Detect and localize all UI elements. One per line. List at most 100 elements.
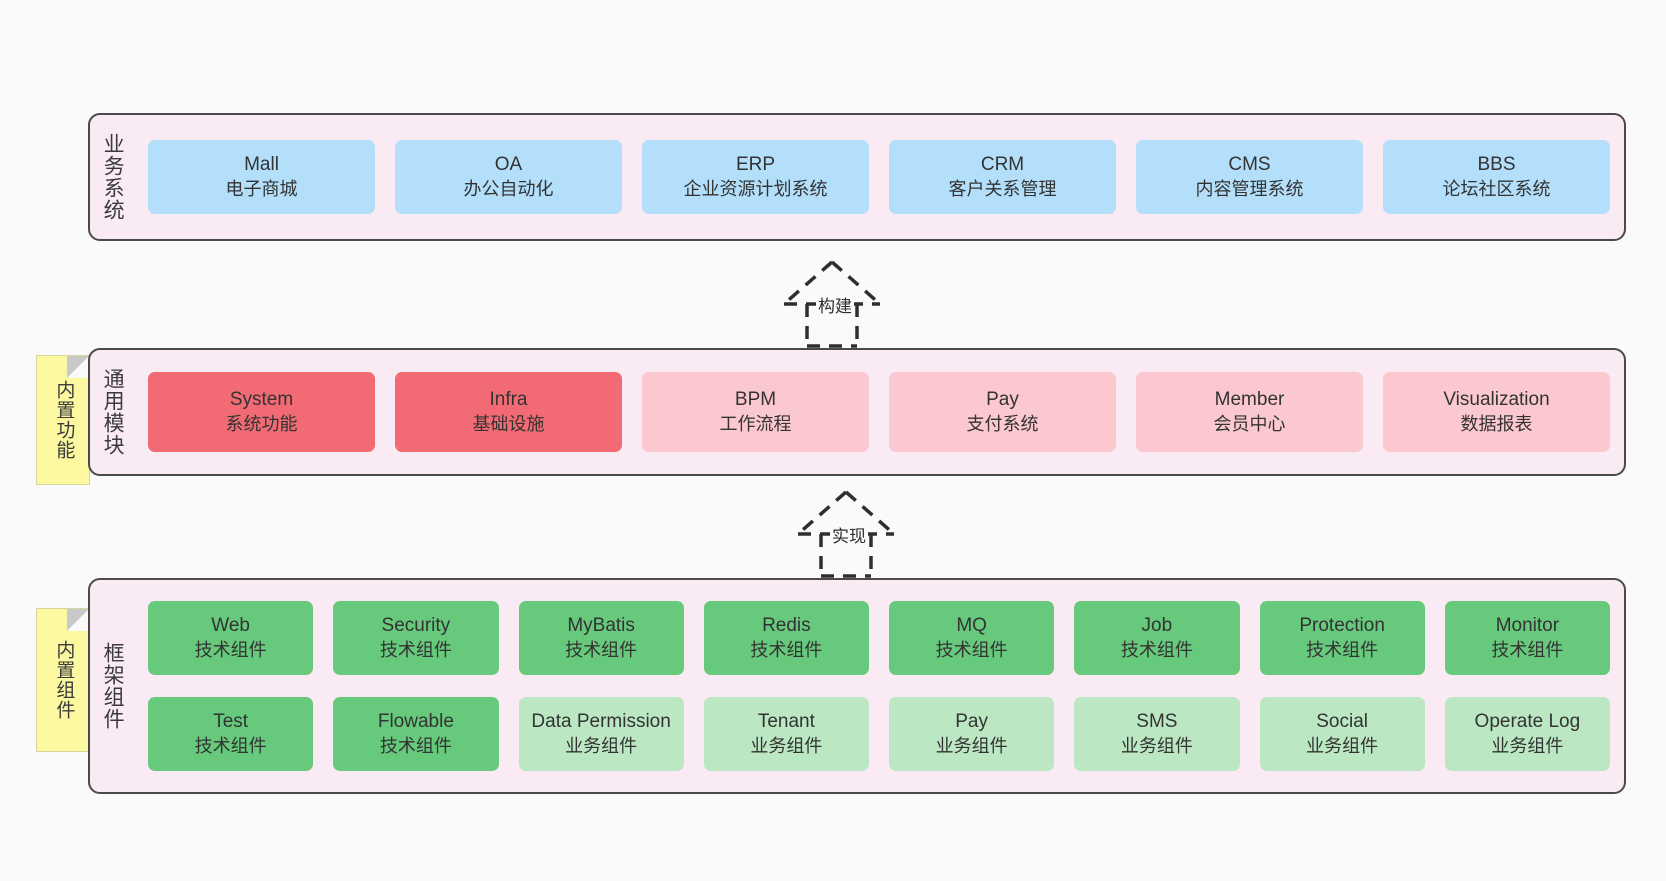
card-title-cn: 技术组件 <box>1491 639 1564 660</box>
card-title-cn: 技术组件 <box>379 639 452 660</box>
card-title-cn: 支付系统 <box>966 413 1039 434</box>
card-title-cn: 技术组件 <box>1120 639 1193 660</box>
card-title-cn: 数据报表 <box>1460 413 1533 434</box>
arrow-label-implement: 实现 <box>830 522 868 547</box>
card-title-cn: 技术组件 <box>1306 639 1379 660</box>
card-member[interactable]: Member 会员中心 <box>1136 372 1363 452</box>
card-title-en: Web <box>211 615 250 637</box>
card-flowable[interactable]: Flowable 技术组件 <box>333 697 499 771</box>
card-data-permission[interactable]: Data Permission 业务组件 <box>518 697 684 771</box>
card-title-en: ERP <box>735 154 776 176</box>
card-tenant[interactable]: Tenant 业务组件 <box>703 697 869 771</box>
card-mall[interactable]: Mall 电子商城 <box>148 140 375 214</box>
layer-body-common-modules: System 系统功能 Infra 基础设施 BPM 工作流程 Pay 支付系统… <box>134 350 1624 474</box>
card-title-en: MQ <box>956 615 987 637</box>
card-title-en: System <box>229 389 294 411</box>
card-title-cn: 电子商城 <box>225 178 298 199</box>
card-title-en: Data Permission <box>531 711 671 733</box>
card-bbs[interactable]: BBS 论坛社区系统 <box>1383 140 1610 214</box>
layer-title-framework-components: 框架组件 <box>101 642 125 730</box>
card-title-en: OA <box>494 154 523 176</box>
card-title-en: Protection <box>1299 615 1385 637</box>
card-title-cn: 业务组件 <box>1120 735 1193 756</box>
card-title-en: Test <box>213 711 249 733</box>
card-title-cn: 系统功能 <box>225 413 298 434</box>
card-cms[interactable]: CMS 内容管理系统 <box>1136 140 1363 214</box>
card-title-cn: 企业资源计划系统 <box>683 178 828 199</box>
card-protection[interactable]: Protection 技术组件 <box>1259 601 1425 675</box>
framework-card-row-technical: Web 技术组件 Security 技术组件 MyBatis 技术组件 Redi… <box>148 601 1610 675</box>
layer-body-business-system: Mall 电子商城 OA 办公自动化 ERP 企业资源计划系统 CRM 客户关系… <box>134 115 1624 239</box>
card-monitor[interactable]: Monitor 技术组件 <box>1444 601 1610 675</box>
card-crm[interactable]: CRM 客户关系管理 <box>889 140 1116 214</box>
card-title-cn: 办公自动化 <box>463 178 554 199</box>
card-operate-log[interactable]: Operate Log 业务组件 <box>1444 697 1610 771</box>
card-title-cn: 技术组件 <box>194 639 267 660</box>
card-title-cn: 会员中心 <box>1213 413 1286 434</box>
framework-card-row-business: Test 技术组件 Flowable 技术组件 Data Permission … <box>148 697 1610 771</box>
card-title-cn: 业务组件 <box>750 735 823 756</box>
card-web[interactable]: Web 技术组件 <box>148 601 314 675</box>
card-erp[interactable]: ERP 企业资源计划系统 <box>642 140 869 214</box>
sticky-note-builtin-components: 内置组件 <box>36 608 90 752</box>
business-card-row: Mall 电子商城 OA 办公自动化 ERP 企业资源计划系统 CRM 客户关系… <box>148 140 1610 214</box>
card-system[interactable]: System 系统功能 <box>148 372 375 452</box>
card-title-cn: 业务组件 <box>935 735 1008 756</box>
layer-title-common-modules: 通用模块 <box>101 368 125 456</box>
card-title-en: Job <box>1141 615 1173 637</box>
card-title-cn: 技术组件 <box>379 735 452 756</box>
arrow-implement: 实现 <box>766 486 926 578</box>
card-title-en: Pay <box>986 389 1019 411</box>
sticky-label: 内置功能 <box>53 380 75 460</box>
arrow-label-build: 构建 <box>816 292 854 317</box>
card-job[interactable]: Job 技术组件 <box>1074 601 1240 675</box>
card-title-en: CRM <box>980 154 1025 176</box>
layer-title-business-system: 业务系统 <box>101 133 125 221</box>
card-title-en: BBS <box>1477 154 1516 176</box>
card-title-en: Operate Log <box>1474 711 1581 733</box>
layer-business-system: 业务系统 Mall 电子商城 OA 办公自动化 ERP 企业资源计划系统 CRM… <box>88 113 1626 241</box>
card-bpm[interactable]: BPM 工作流程 <box>642 372 869 452</box>
sticky-note-builtin-features: 内置功能 <box>36 355 90 485</box>
card-redis[interactable]: Redis 技术组件 <box>703 601 869 675</box>
card-social[interactable]: Social 业务组件 <box>1259 697 1425 771</box>
layer-body-framework-components: Web 技术组件 Security 技术组件 MyBatis 技术组件 Redi… <box>134 580 1624 792</box>
card-title-cn: 技术组件 <box>565 639 638 660</box>
card-mq[interactable]: MQ 技术组件 <box>889 601 1055 675</box>
arrow-build: 构建 <box>752 256 912 348</box>
card-title-en: CMS <box>1228 154 1271 176</box>
card-title-en: MyBatis <box>567 615 635 637</box>
card-visualization[interactable]: Visualization 数据报表 <box>1383 372 1610 452</box>
card-infra[interactable]: Infra 基础设施 <box>395 372 622 452</box>
card-sms[interactable]: SMS 业务组件 <box>1074 697 1240 771</box>
card-title-cn: 技术组件 <box>935 639 1008 660</box>
layer-framework-components: 框架组件 Web 技术组件 Security 技术组件 MyBatis 技术组件… <box>88 578 1626 794</box>
card-pay-component[interactable]: Pay 业务组件 <box>889 697 1055 771</box>
card-title-cn: 业务组件 <box>565 735 638 756</box>
card-title-en: Mall <box>244 154 279 176</box>
card-title-cn: 基础设施 <box>472 413 545 434</box>
card-title-en: Security <box>381 615 451 637</box>
card-title-en: Pay <box>955 711 988 733</box>
card-title-cn: 论坛社区系统 <box>1442 178 1551 199</box>
card-security[interactable]: Security 技术组件 <box>333 601 499 675</box>
card-oa[interactable]: OA 办公自动化 <box>395 140 622 214</box>
card-mybatis[interactable]: MyBatis 技术组件 <box>518 601 684 675</box>
layer-common-modules: 通用模块 System 系统功能 Infra 基础设施 BPM 工作流程 Pay… <box>88 348 1626 476</box>
card-title-en: Visualization <box>1443 389 1550 411</box>
card-title-en: Infra <box>489 389 528 411</box>
card-title-cn: 技术组件 <box>194 735 267 756</box>
module-card-row: System 系统功能 Infra 基础设施 BPM 工作流程 Pay 支付系统… <box>148 372 1610 452</box>
sticky-label: 内置组件 <box>53 640 75 720</box>
card-title-en: BPM <box>734 389 777 411</box>
card-pay[interactable]: Pay 支付系统 <box>889 372 1116 452</box>
card-title-cn: 内容管理系统 <box>1195 178 1304 199</box>
card-test[interactable]: Test 技术组件 <box>148 697 314 771</box>
card-title-en: Social <box>1316 711 1368 733</box>
card-title-en: Monitor <box>1495 615 1560 637</box>
card-title-cn: 工作流程 <box>719 413 792 434</box>
card-title-en: Member <box>1214 389 1285 411</box>
card-title-cn: 技术组件 <box>750 639 823 660</box>
card-title-en: Redis <box>762 615 811 637</box>
